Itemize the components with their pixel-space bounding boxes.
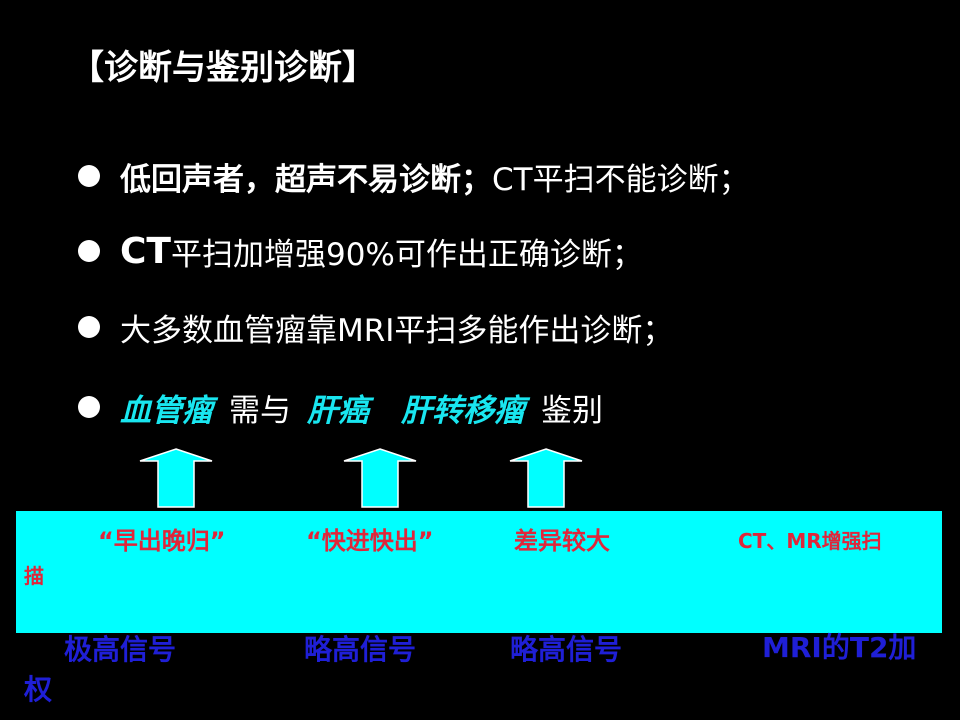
term-liver-cancer: 肝癌 [307,392,369,429]
ct-mr-enhanced-label: CT、MR增强扫 [738,529,882,553]
bullet-row-2: CT 平扫加增强90%可作出正确诊断； [78,226,643,276]
bullet-dot-icon [78,165,100,187]
ct-label-hemangioma: “早出晚归” [98,527,226,555]
bullet-row-1: 低回声者，超声不易诊断； CT平扫不能诊断； [78,151,750,201]
bullet-dot-icon [78,316,100,338]
term-differentiate: 鉴别 [541,392,603,429]
bullet-dot-icon [78,396,100,418]
bullet-row-4: 血管瘤 需与 肝癌 肝转移瘤 鉴别 [78,382,603,432]
comparison-box [16,511,942,633]
mri-label-hemangioma: 极高信号 [64,633,177,666]
bullet-2-bold: CT [120,230,171,272]
ct-mr-enhanced-label-wrap: 描 [24,564,44,588]
up-arrow-icon [509,448,583,508]
bullet-row-3: 大多数血管瘤靠MRI平扫多能作出诊断； [78,302,673,352]
bullet-2-text: 平扫加增强90%可作出正确诊断； [170,236,643,273]
mri-label-metastasis: 略高信号 [510,633,623,666]
bullet-3-text: 大多数血管瘤靠MRI平扫多能作出诊断； [120,312,674,349]
bullet-1-bold: 低回声者，超声不易诊断； [120,161,492,198]
term-connector: 需与 [229,392,291,429]
up-arrow-icon [139,448,213,508]
term-hemangioma: 血管瘤 [120,392,213,429]
bullet-dot-icon [78,240,100,262]
mri-t2-label-wrap: 权 [24,673,53,706]
up-arrow-icon [343,448,417,508]
mri-t2-label: MRI的T2加 [762,631,917,664]
term-liver-metastasis: 肝转移瘤 [401,392,525,429]
mri-label-liver-cancer: 略高信号 [304,633,417,666]
bullet-1-text: CT平扫不能诊断； [492,161,750,198]
ct-label-liver-cancer: “快进快出” [306,527,434,555]
slide-title: 【诊断与鉴别诊断】 [70,48,376,88]
ct-label-metastasis: 差异较大 [514,527,610,555]
